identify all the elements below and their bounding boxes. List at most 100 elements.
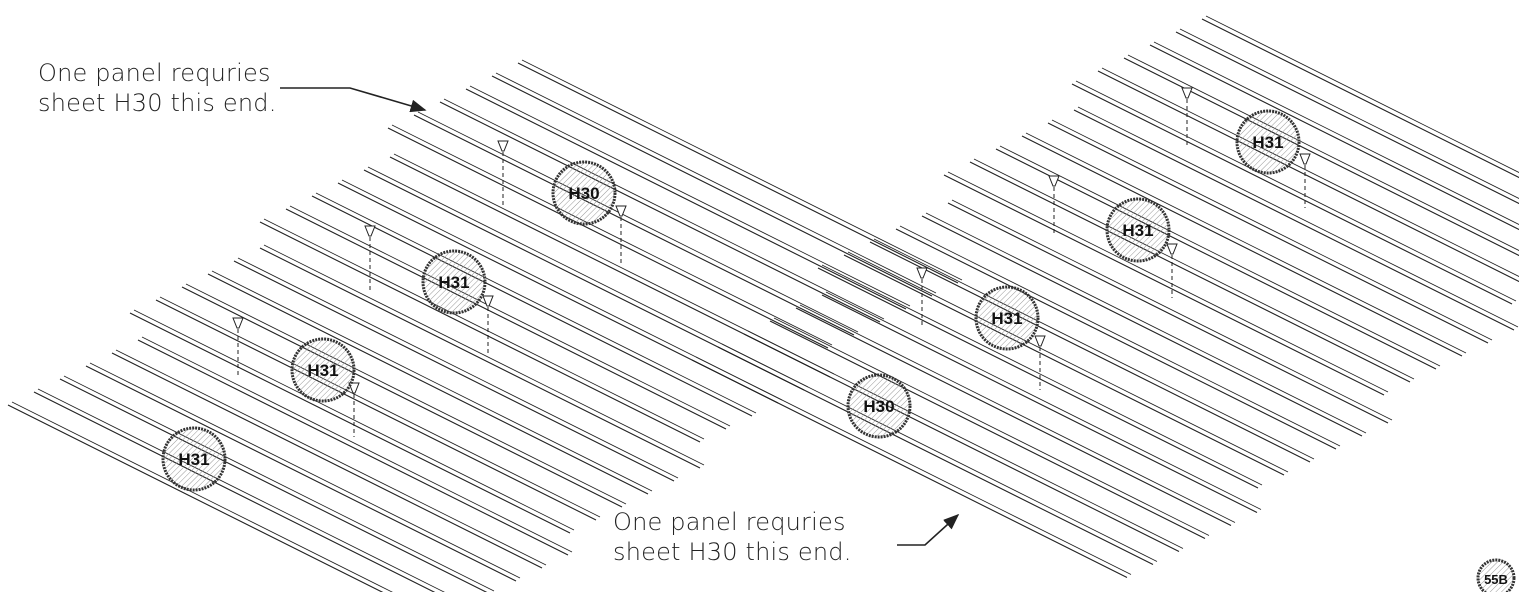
panel-rib-line	[111, 352, 543, 569]
panel-rib-line	[1153, 41, 1519, 225]
panel-rib-line	[943, 174, 1385, 396]
callout-bubble: 55B	[1476, 558, 1516, 592]
panel-rib-line	[1073, 109, 1515, 331]
panel-rib-line	[1021, 135, 1463, 357]
fastener	[1299, 153, 1311, 208]
panel-rib-line	[1047, 122, 1489, 344]
callout-bubble: H31	[1105, 197, 1171, 263]
panel-rib-line	[925, 212, 1367, 434]
roof-sheet	[129, 244, 705, 534]
fastener-head	[615, 205, 627, 217]
fastener	[1048, 175, 1060, 235]
panel-rib-line	[1123, 57, 1519, 257]
panel-rib-line	[821, 294, 1258, 513]
fastener-head	[1048, 175, 1060, 187]
note-left-line1: One panel requries	[38, 59, 271, 87]
callout-bubble: H31	[421, 249, 487, 315]
panel-rib-line	[1201, 18, 1519, 179]
callout-label: 55B	[1484, 572, 1508, 587]
leader-arrow-right	[897, 513, 960, 546]
callout-label: H30	[863, 397, 894, 416]
panel-rib-line	[973, 158, 1415, 380]
fastener-head	[916, 267, 928, 279]
fastener	[1034, 335, 1046, 390]
roof-sheet	[817, 199, 1393, 489]
fastener	[1166, 243, 1178, 298]
callout-circle	[161, 426, 227, 492]
panel-rib-line	[995, 148, 1437, 370]
callout-label: H31	[438, 273, 469, 292]
panel-rib-line	[1025, 132, 1467, 354]
panel-rib-line	[259, 221, 701, 443]
callout-bubble: H31	[161, 426, 227, 492]
panel-rib-line	[11, 401, 393, 592]
panel-rib-line	[85, 365, 517, 582]
panel-rib-line	[315, 192, 757, 414]
fastener-head	[1034, 335, 1046, 347]
panel-rib-line	[495, 72, 937, 294]
panel-rib-line	[289, 205, 731, 427]
panel-rib-line	[439, 101, 881, 323]
panel-rib-line	[1077, 106, 1519, 328]
fastener	[364, 225, 376, 290]
panel-rib-line	[37, 388, 445, 592]
roof-panels	[7, 15, 1519, 592]
callout-circle	[421, 249, 487, 315]
panel-rib-line	[821, 264, 1263, 486]
callout-label: H31	[991, 309, 1022, 328]
panel-rib-line	[691, 359, 1128, 578]
panel-rib-line	[947, 171, 1389, 393]
note-left-line2: sheet H30 this end.	[38, 89, 277, 117]
panel-rib-line	[1101, 67, 1519, 277]
panel-rib-line	[1097, 70, 1519, 283]
callout-bubble: H30	[846, 373, 912, 439]
panel-rib-line	[237, 257, 679, 479]
roof-sheet	[943, 106, 1519, 396]
panel-rib-line	[63, 375, 495, 592]
panel-rib-line	[1149, 44, 1519, 231]
fastener-head	[232, 317, 244, 329]
panel-rib-line	[181, 286, 623, 508]
callout-bubble: H31	[290, 337, 356, 403]
panel-rib-line	[773, 317, 1210, 536]
panel-rib-line	[311, 195, 753, 417]
panel-rib-line	[695, 356, 1132, 575]
fastener	[482, 295, 494, 355]
panel-rib-line	[517, 62, 959, 284]
panel-rib-line	[263, 218, 705, 440]
callout-bubble: H31	[974, 285, 1040, 351]
panel-rib-line	[951, 199, 1393, 421]
callout-label: H30	[568, 184, 599, 203]
panel-rib-line	[1175, 31, 1519, 205]
panel-rib-line	[185, 283, 627, 505]
callout-circle	[1235, 109, 1301, 175]
panel-rib-line	[285, 208, 727, 430]
callout-circle	[551, 160, 617, 226]
panel-rib-line	[133, 309, 575, 531]
panel-rib-line	[413, 114, 855, 336]
fastener	[348, 382, 360, 437]
panel-rib-line	[1051, 119, 1493, 341]
panel-rib-line	[921, 215, 1363, 437]
panel-rib-line	[899, 225, 1341, 447]
panel-rib-line	[873, 238, 1315, 460]
note-right-line1: One panel requries	[613, 508, 846, 536]
panel-rib-line	[717, 346, 1154, 565]
fastener	[497, 140, 509, 205]
fastener	[1181, 87, 1193, 147]
panel-rib-line	[721, 343, 1158, 562]
panel-rib-line	[747, 330, 1184, 549]
panel-rib-line	[817, 267, 1259, 489]
panel-rib-line	[1075, 80, 1517, 302]
roof-sheet	[1071, 15, 1519, 305]
panel-rib-line	[115, 349, 547, 566]
fastener-head	[1299, 153, 1311, 165]
callout-label: H31	[1252, 133, 1283, 152]
panel-rib-line	[33, 391, 436, 592]
panel-rib-line	[491, 75, 933, 297]
panel-rib-line	[211, 270, 653, 492]
panel-rib-line	[795, 307, 1232, 526]
fastener-head	[482, 295, 494, 307]
panel-rib-line	[521, 59, 963, 281]
